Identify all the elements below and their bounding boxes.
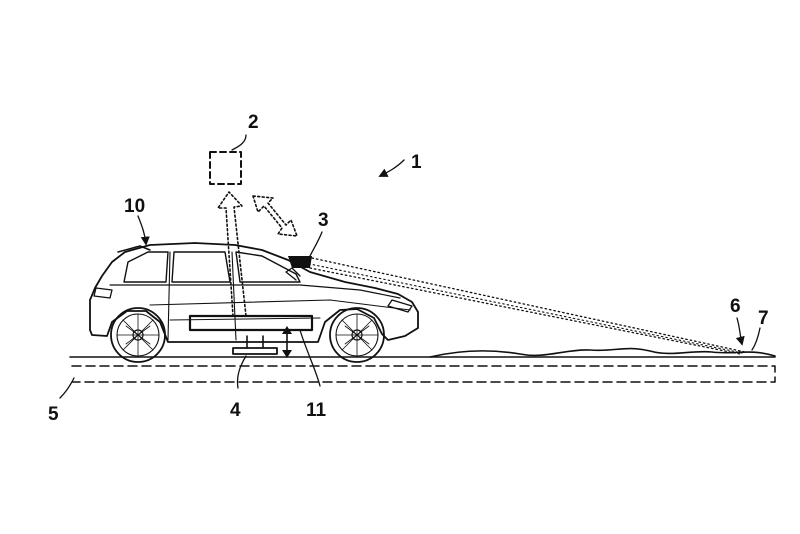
charging-pad [232, 335, 278, 355]
gap-arrow [282, 326, 292, 358]
label-camera: 3 [318, 210, 329, 231]
label-remote-unit: 2 [248, 112, 259, 133]
front-wheel [329, 307, 385, 363]
label-road-feature: 6 [730, 296, 741, 317]
road-surface-wave [429, 347, 776, 358]
uplink-arrow [217, 191, 247, 317]
label-road-surface: 7 [758, 308, 769, 329]
road [69, 356, 776, 383]
rear-wheel [110, 307, 166, 363]
remote-unit-box [209, 151, 242, 185]
vehicle [89, 242, 419, 363]
leader-lines [59, 134, 761, 399]
vehicle-unit [188, 314, 314, 332]
label-road: 5 [48, 404, 59, 425]
label-vehicle-unit: 11 [306, 400, 327, 421]
downlink-arrow [252, 195, 298, 237]
label-vehicle: 10 [124, 196, 145, 217]
sensor-rays [299, 257, 746, 355]
label-system: 1 [411, 152, 422, 173]
label-charging-pad: 4 [230, 400, 241, 421]
